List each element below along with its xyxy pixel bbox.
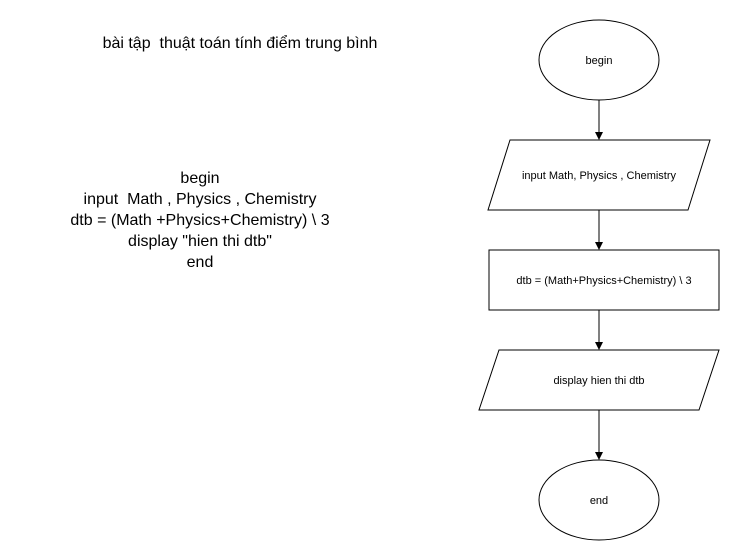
end-terminator[interactable] [538, 459, 660, 541]
end-label: end [590, 495, 608, 507]
process-label: dtb = (Math+Physics+Chemistry) \ 3 [516, 275, 691, 287]
output-parallelogram[interactable] [478, 349, 720, 411]
input-label: input Math, Physics , Chemistry [522, 170, 677, 182]
start-label: begin [586, 55, 613, 67]
pseudocode-line-display: display "hien thi dtb" [128, 233, 272, 250]
page-title: bài tập thuật toán tính điểm trung bình [102, 35, 378, 52]
pseudocode-block: begin input Math , Physics , Chemistry d… [20, 168, 380, 273]
pseudocode-line-input: input Math , Physics , Chemistry [83, 191, 317, 208]
output-label: display hien thi dtb [553, 375, 644, 387]
pseudocode-line-end: end [186, 254, 214, 271]
pseudocode-line-begin: begin [180, 170, 220, 187]
pseudocode-line-process: dtb = (Math +Physics+Chemistry) \ 3 [70, 212, 330, 229]
process-box[interactable] [488, 249, 720, 311]
input-parallelogram[interactable] [487, 139, 711, 211]
